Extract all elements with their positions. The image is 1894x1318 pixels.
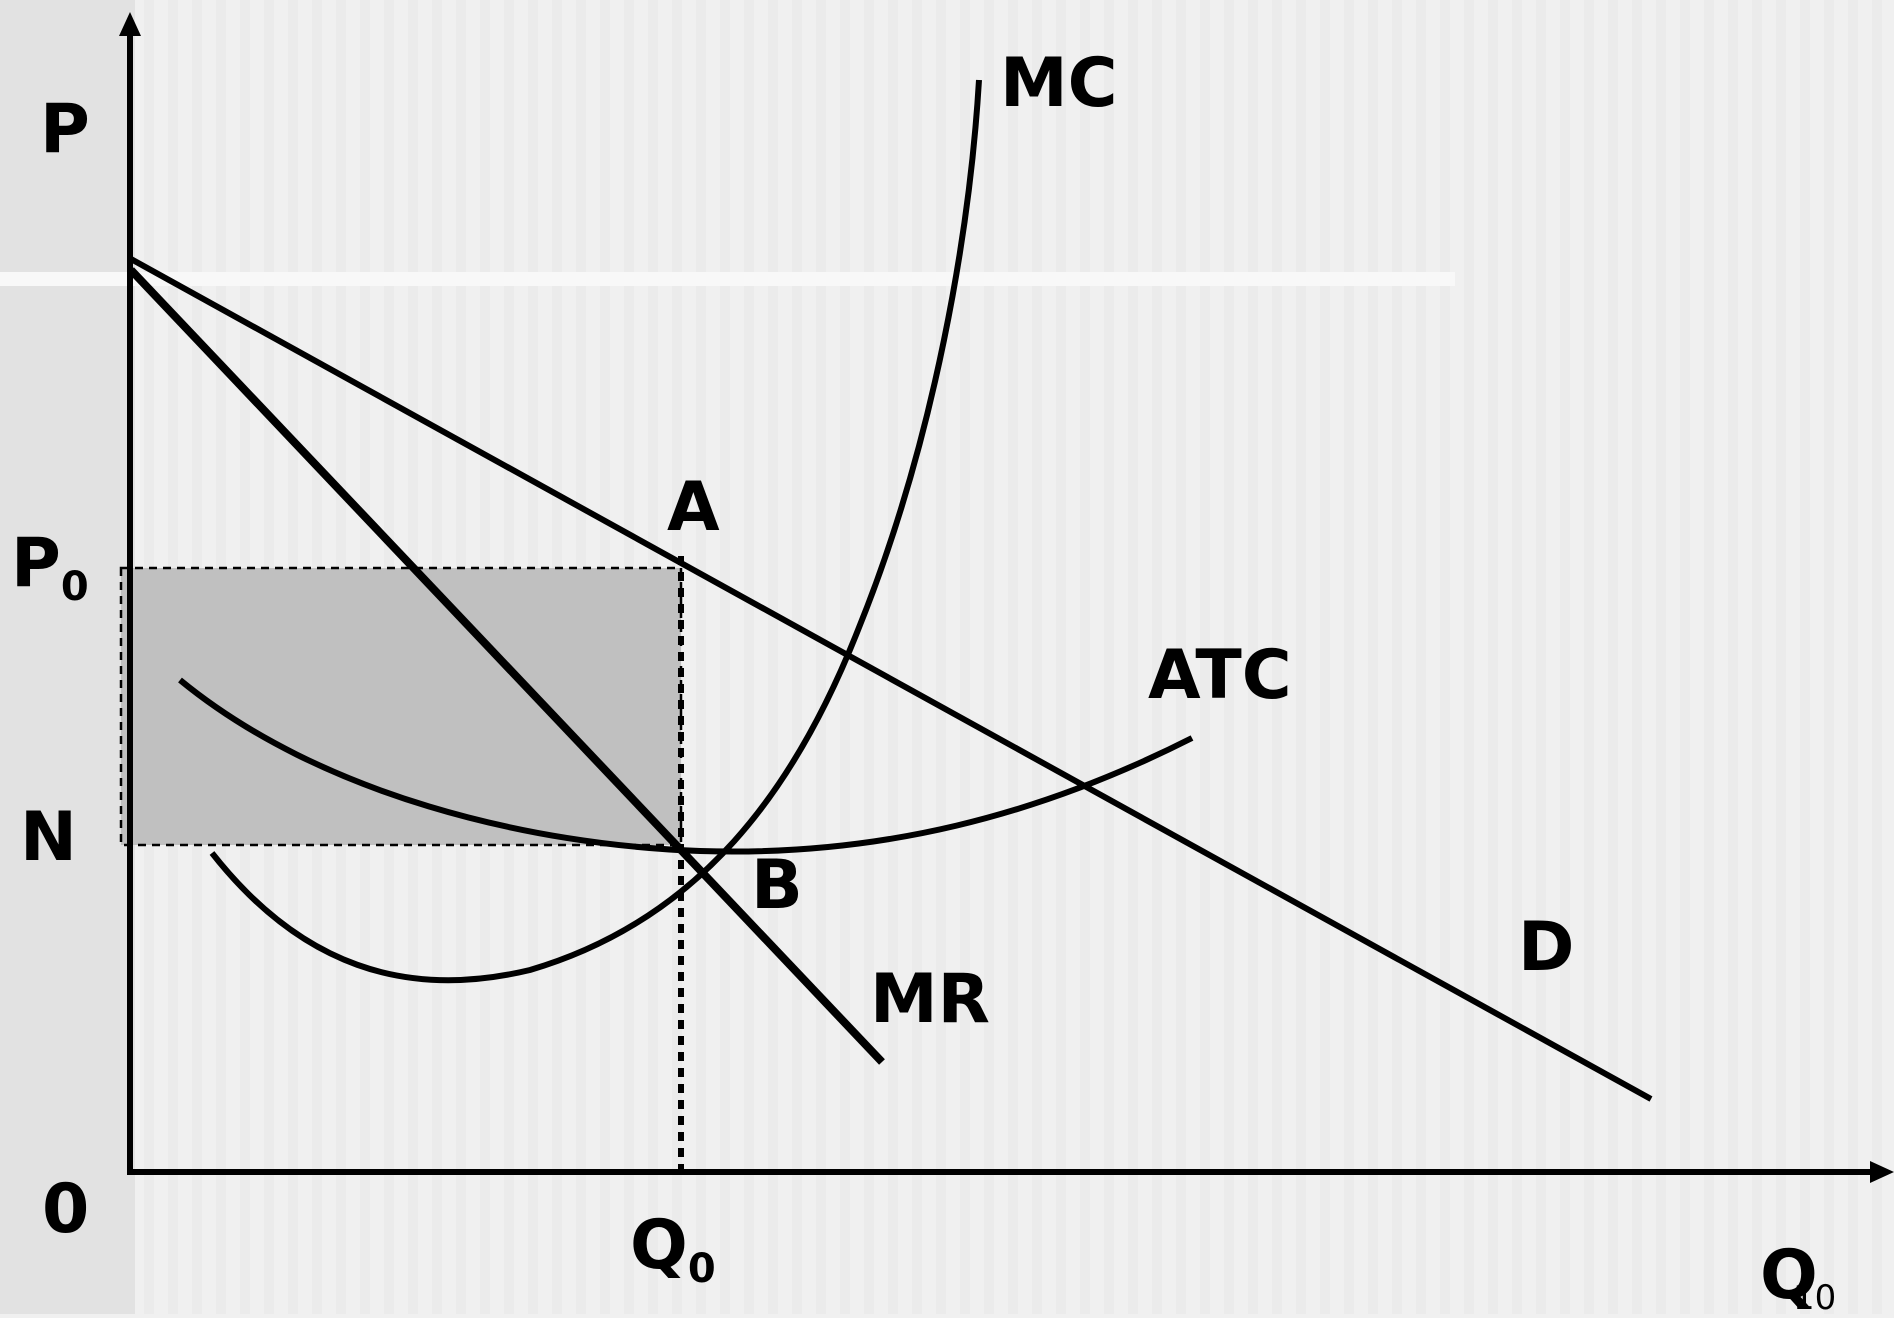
background-stripe	[960, 0, 970, 1314]
background-stripe	[1536, 0, 1546, 1314]
background-stripe	[1848, 0, 1858, 1314]
background-stripe	[1056, 0, 1066, 1314]
background-stripe	[1200, 0, 1210, 1314]
background-stripe	[1176, 0, 1186, 1314]
demand-label: D	[1518, 908, 1574, 987]
background-stripe	[912, 0, 922, 1314]
x-axis-label: Q	[1760, 1236, 1818, 1314]
cost-label: N	[20, 798, 77, 877]
background-stripe	[984, 0, 994, 1314]
background-stripe	[1080, 0, 1090, 1314]
background-stripe	[888, 0, 898, 1314]
background-stripe	[768, 0, 778, 1314]
background-stripe	[1224, 0, 1234, 1314]
quantity-label-main: Q	[630, 1206, 688, 1285]
background-stripe	[1416, 0, 1426, 1314]
background-stripe	[1032, 0, 1042, 1314]
background-stripe	[1872, 0, 1882, 1314]
background-stripe	[816, 0, 826, 1314]
background-stripe	[1608, 0, 1618, 1314]
price-label: P0	[11, 524, 89, 610]
background-stripe	[1344, 0, 1354, 1314]
demand-curve	[129, 256, 1653, 1102]
background-stripe	[1440, 0, 1450, 1314]
atc-label: ATC	[1148, 636, 1292, 715]
price-label-main: P	[11, 524, 61, 603]
background-stripe	[1680, 0, 1690, 1314]
background-stripe	[1584, 0, 1594, 1314]
mc-curve	[209, 79, 982, 984]
background-stripe	[1296, 0, 1306, 1314]
background-stripe	[1392, 0, 1402, 1314]
background-stripe	[1704, 0, 1714, 1314]
x-axis-arrow	[1870, 1161, 1894, 1183]
background-stripe	[1488, 0, 1498, 1314]
atc-curve	[178, 677, 1194, 855]
background-stripe	[864, 0, 874, 1314]
origin-label: 0	[42, 1170, 89, 1249]
background-stripe	[1632, 0, 1642, 1314]
background-stripe	[1104, 0, 1114, 1314]
background-stripe	[1800, 0, 1810, 1314]
quantity-label-sub: 0	[688, 1246, 716, 1292]
background-stripe	[936, 0, 946, 1314]
background-stripe	[1008, 0, 1018, 1314]
background-stripe	[1152, 0, 1162, 1314]
background-stripe	[1320, 0, 1330, 1314]
background-stripe	[696, 0, 706, 1314]
page-number: 10	[1793, 1278, 1836, 1314]
background-stripe	[1128, 0, 1138, 1314]
highlight-band	[0, 272, 1455, 286]
point-a-label: A	[667, 468, 720, 547]
mc-label: MC	[1000, 44, 1118, 123]
profit-area	[119, 566, 683, 847]
background-stripe	[1560, 0, 1570, 1314]
background-stripe	[744, 0, 754, 1314]
mr-label: MR	[870, 960, 990, 1039]
mr-curve	[128, 267, 885, 1065]
left-band	[0, 0, 135, 1314]
background-stripe	[720, 0, 730, 1314]
background-stripe	[1752, 0, 1762, 1314]
background-stripe	[792, 0, 802, 1314]
background-stripe	[1512, 0, 1522, 1314]
y-axis-label: P	[40, 90, 90, 169]
background-stripe	[1776, 0, 1786, 1314]
background-stripe	[1728, 0, 1738, 1314]
price-label-sub: 0	[61, 564, 89, 610]
background-stripe	[1368, 0, 1378, 1314]
background-stripe	[1272, 0, 1282, 1314]
quantity-label: Q0	[630, 1206, 716, 1292]
y-axis-arrow	[119, 12, 141, 36]
point-b-label: B	[751, 846, 803, 925]
background-stripe	[1464, 0, 1474, 1314]
background-stripe	[1656, 0, 1666, 1314]
background-stripe	[1824, 0, 1834, 1314]
background-stripe	[1248, 0, 1258, 1314]
